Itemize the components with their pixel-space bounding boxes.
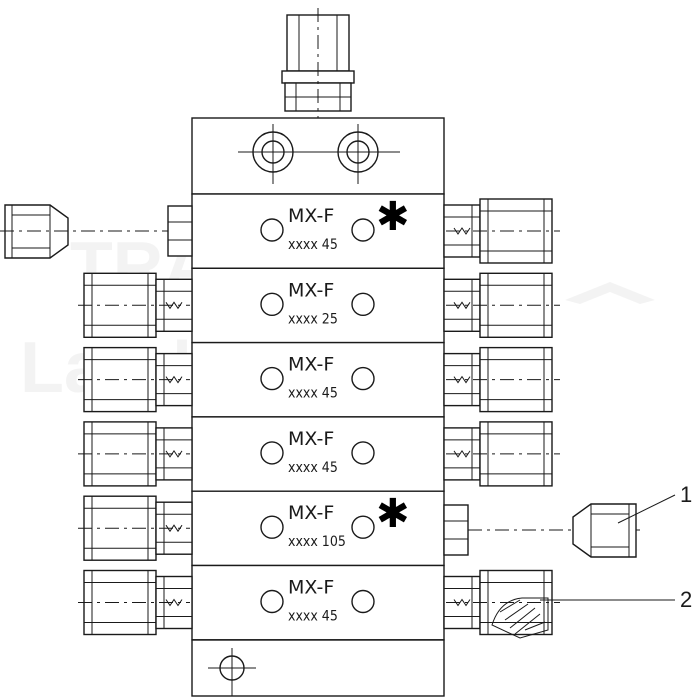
port-circle-left: [260, 589, 284, 614]
left-outlet-fitting: [78, 346, 193, 413]
thread-icon: [165, 375, 183, 384]
thread-icon: [453, 227, 471, 235]
left-plug-row1: [0, 204, 193, 259]
section-block: MX-F xxxx 25: [191, 267, 445, 344]
section-model-label: MX-F: [288, 205, 334, 227]
cutaway-detail: [491, 597, 549, 639]
port-circle-right: [351, 515, 375, 539]
right-outlet-fitting: [443, 569, 560, 636]
section-code-label: xxxx 45: [288, 460, 338, 476]
section-code-label: xxxx 25: [288, 311, 338, 327]
thread-icon: [453, 449, 471, 458]
section-model-label: MX-F: [288, 428, 334, 450]
section-code-label: xxxx 105: [288, 534, 346, 550]
port-circle-right: [351, 589, 375, 614]
left-outlet-fitting: [78, 272, 193, 338]
section-code-label: xxxx 45: [288, 609, 338, 625]
section-stack: MX-F xxxx 45 ✱ MX-F xxxx 25 MX-F xxxx 45 MX-F xx…: [191, 193, 445, 641]
callout-1-leader: [617, 494, 676, 524]
left-outlet-fitting: [78, 495, 193, 561]
thread-icon: [165, 524, 183, 533]
port-circle-left: [260, 366, 284, 391]
port-circle-left: [260, 515, 284, 539]
port-circle-left: [260, 441, 284, 465]
section-model-label: MX-F: [288, 354, 334, 376]
left-outlet-fitting: [78, 569, 193, 636]
port-circle-left: [260, 292, 284, 316]
port-circle-right: [351, 218, 375, 242]
section-block: MX-F xxxx 45: [191, 341, 445, 418]
section-model-label: MX-F: [288, 279, 334, 301]
right-outlet-fitting: [443, 421, 560, 487]
inlet-block: [191, 117, 445, 195]
right-outlet-fittings: [443, 198, 560, 636]
port-circle-right: [351, 441, 375, 465]
section-block: MX-F xxxx 45: [191, 416, 445, 492]
port-circle-left: [260, 218, 284, 242]
inlet-fitting: [281, 8, 355, 118]
port-circle-right: [351, 366, 375, 391]
section-block: MX-F xxxx 45 ✱: [191, 193, 445, 270]
thread-icon: [453, 375, 471, 384]
section-code-label: xxxx 45: [288, 386, 338, 402]
right-plug-row5: [443, 503, 640, 558]
watermark-swoosh-icon: [565, 282, 655, 304]
section-block: MX-F xxxx 45: [191, 564, 445, 641]
section-block: MX-F xxxx 105 ✱: [191, 490, 445, 567]
section-model-label: MX-F: [288, 502, 334, 524]
callout-2-number: 2: [680, 587, 692, 612]
left-outlet-fitting: [78, 421, 193, 487]
callout-1-number: 1: [680, 482, 692, 507]
port-circle-right: [351, 292, 375, 316]
thread-icon: [165, 301, 183, 310]
section-code-label: xxxx 45: [288, 237, 338, 253]
end-block: [191, 639, 445, 697]
left-outlet-fittings: [78, 272, 193, 636]
right-outlet-fitting: [443, 272, 560, 338]
thread-icon: [165, 598, 183, 607]
right-outlet-fitting: [443, 198, 560, 264]
asterisk-marker: ✱: [376, 491, 410, 537]
asterisk-marker: ✱: [376, 194, 410, 240]
thread-icon: [165, 449, 183, 458]
section-model-label: MX-F: [288, 577, 334, 599]
right-outlet-fitting: [443, 346, 560, 413]
thread-icon: [453, 301, 471, 310]
thread-icon: [453, 598, 471, 607]
